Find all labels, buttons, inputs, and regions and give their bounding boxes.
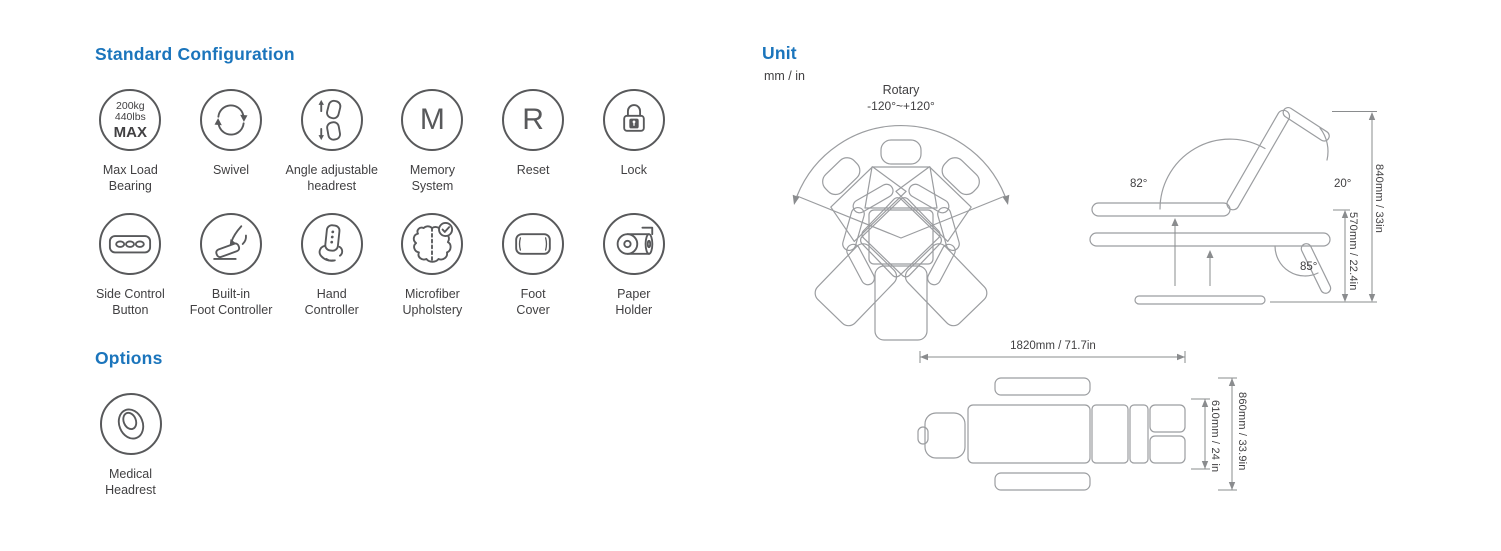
feature-memory-system: M Memory System <box>382 89 483 213</box>
reset-icon: R <box>502 89 565 151</box>
feature-microfiber-upholstery: Microfiber Upholstery <box>382 213 483 337</box>
footrest-angle-label: 85° <box>1300 261 1318 273</box>
side-control-button-icon <box>109 235 152 254</box>
feature-label: Max Load Bearing <box>102 163 158 193</box>
overall-height-dim-label: 840mm / 33in <box>1373 164 1385 234</box>
max-load-badge: 200kg 440lbs MAX <box>113 99 148 141</box>
max-load-icon: 200kg 440lbs MAX <box>99 89 162 151</box>
feature-paper-holder: Paper Holder <box>583 213 684 337</box>
feature-angle-adjustable-headrest: Angle adjustable headrest <box>281 89 382 213</box>
feature-label: Paper Holder <box>615 287 653 317</box>
rotary-label: Rotary <box>882 83 920 97</box>
swivel-icon <box>214 104 248 136</box>
lock-icon <box>623 104 645 132</box>
options-title: Options <box>95 348 163 368</box>
unit-subtitle: mm / in <box>764 69 805 83</box>
feature-label: Lock <box>620 163 647 177</box>
overall-length-dim-label: 1820mm / 71.7in <box>1010 340 1096 352</box>
feature-grid: 200kg 440lbs MAX Max Load Bearing Swivel <box>80 89 684 337</box>
feature-lock: Lock <box>583 89 684 213</box>
foot-controller-icon <box>213 225 247 260</box>
feature-label: Memory System <box>409 163 455 193</box>
seat-width-dim-label: 610mm / 24 in <box>1209 400 1221 473</box>
option-medical-headrest: Medical Headrest <box>80 393 181 498</box>
feature-label: Hand Controller <box>304 287 359 317</box>
medical-headrest-icon <box>117 408 144 440</box>
feature-label: Medical Headrest <box>105 467 156 497</box>
max-load-max: MAX <box>113 123 148 141</box>
microfiber-upholstery-icon <box>413 222 454 263</box>
hand-controller-icon <box>318 224 343 262</box>
feature-label: Built-in Foot Controller <box>189 287 273 317</box>
feature-label: Reset <box>516 163 550 177</box>
feature-label: Angle adjustable headrest <box>285 163 378 193</box>
rotary-range-label: -120°~+120° <box>867 99 935 113</box>
foot-cover-icon <box>515 233 551 255</box>
feature-side-control-button: Side Control Button <box>80 213 181 337</box>
headrest-angle-label: 20° <box>1334 178 1352 190</box>
overall-width-dim-label: 860mm / 33.9in <box>1236 392 1248 471</box>
memory-letter: M <box>419 103 445 136</box>
feature-reset: R Reset <box>483 89 584 213</box>
feature-foot-controller: Built-in Foot Controller <box>181 213 282 337</box>
backrest-angle-label: 82° <box>1130 178 1148 190</box>
side-view-drawing <box>1089 106 1377 305</box>
max-load-kg: 200kg <box>116 99 145 112</box>
feature-foot-cover: Foot Cover <box>483 213 584 337</box>
feature-label: Microfiber Upholstery <box>402 287 463 317</box>
seat-height-dim-label: 570mm / 22.4in <box>1347 212 1359 291</box>
unit-title: Unit <box>762 43 797 63</box>
memory-system-icon: M <box>401 89 464 151</box>
top-view-drawing <box>917 351 1237 491</box>
feature-swivel: Swivel <box>181 89 282 213</box>
angle-adjustable-headrest-icon <box>318 99 342 141</box>
paper-holder-icon <box>616 226 654 255</box>
standard-configuration-title: Standard Configuration <box>95 44 295 64</box>
max-load-lbs: 440lbs <box>114 111 146 123</box>
feature-label: Swivel <box>212 163 250 177</box>
feature-hand-controller: Hand Controller <box>281 213 382 337</box>
rotary-top-view-drawing <box>786 125 1016 345</box>
feature-max-load-bearing: 200kg 440lbs MAX Max Load Bearing <box>80 89 181 213</box>
reset-letter: R <box>522 103 544 136</box>
feature-label: Side Control Button <box>95 287 165 317</box>
feature-label: Foot Cover <box>516 287 550 317</box>
